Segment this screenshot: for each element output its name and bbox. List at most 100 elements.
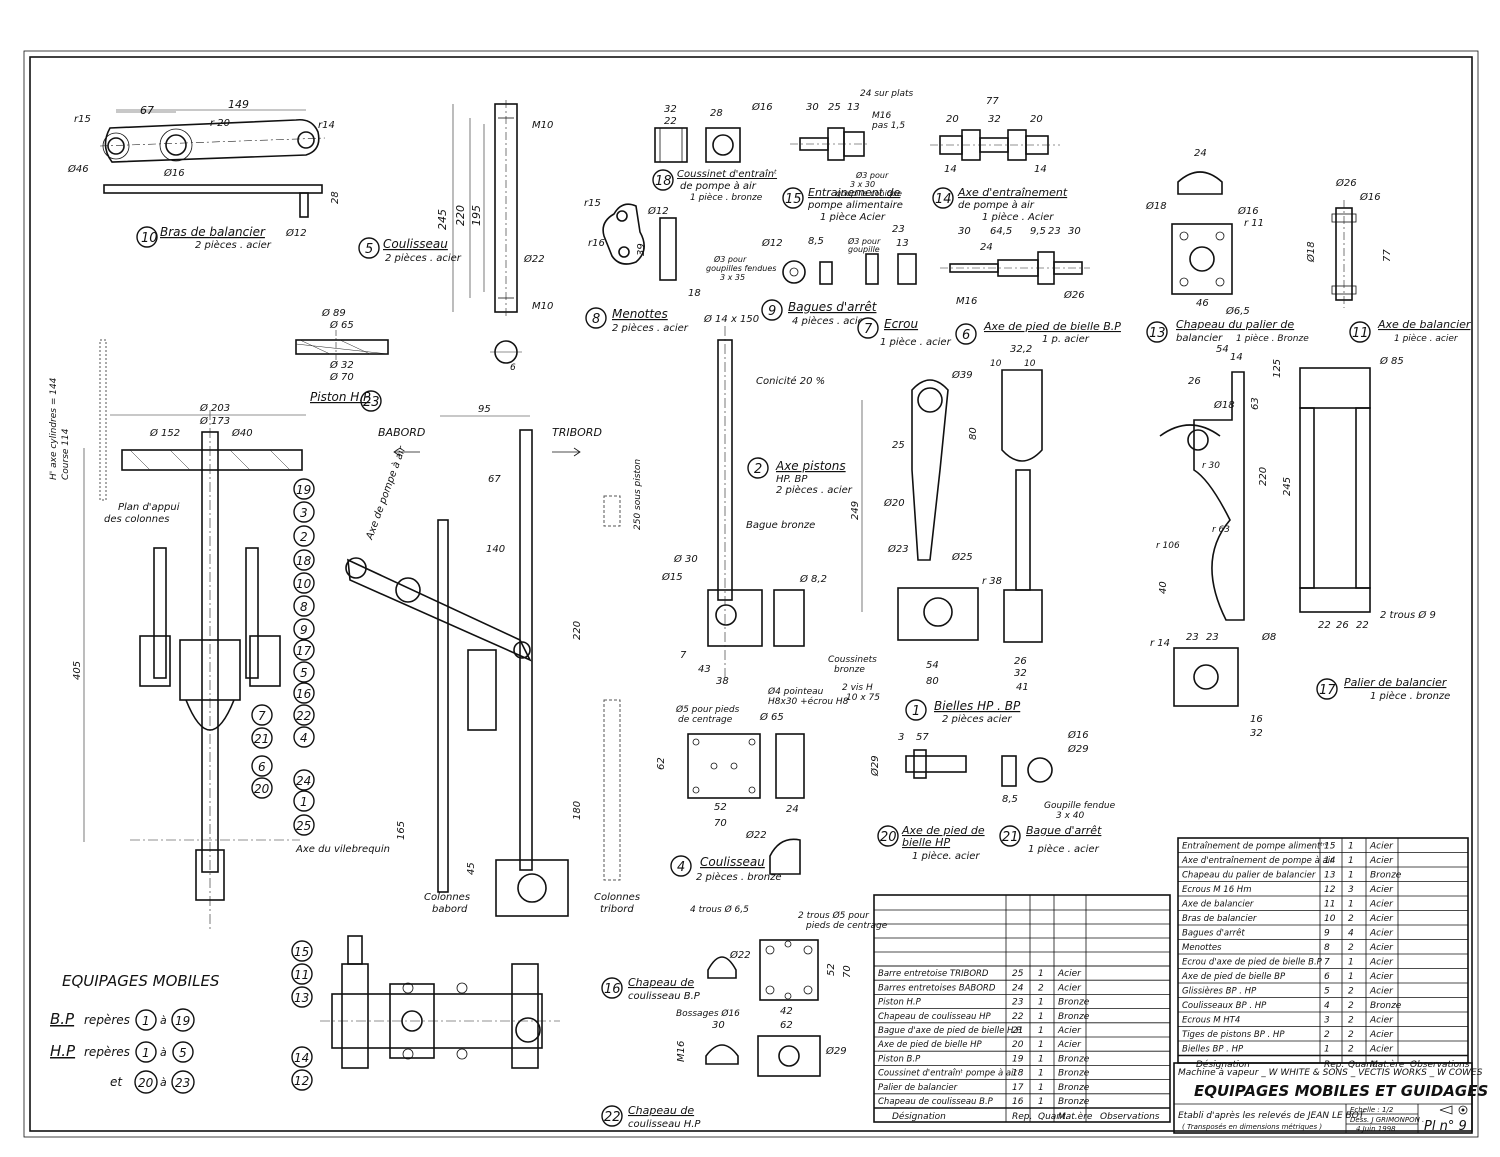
equipages-bp-to: 19: [175, 1014, 190, 1028]
label-bague-bronze: Bague bronze: [746, 520, 815, 531]
dim-245b: 245: [1282, 477, 1293, 496]
right-cell: 10: [1324, 914, 1336, 924]
dim-phi16d: Ø16: [1359, 191, 1381, 203]
right-header-cell: Rep.: [1324, 1060, 1344, 1070]
dim-phi20: Ø20: [883, 497, 905, 509]
part-23-number: 23: [363, 395, 380, 410]
part-18-drawing: 32 22 28 Ø16: [654, 101, 773, 163]
part-13-sub: balancier: [1176, 333, 1223, 344]
right-header-cell: Observations: [1410, 1060, 1470, 1070]
dim-r14: r14: [318, 120, 335, 131]
right-cell: Axe d'entraînement de pompe à air: [1181, 856, 1334, 866]
right-cell: Ecrou d'axe de pied de bielle B.P: [1182, 958, 1323, 968]
part-2-sub2: 2 pièces . acier: [776, 484, 853, 496]
callout-25-text: 25: [296, 819, 311, 833]
dim-67: 67: [140, 104, 154, 117]
callout-16: [293, 682, 315, 704]
dim-26: 26: [1014, 656, 1027, 667]
right-cell: 4: [1324, 1001, 1330, 1011]
equipages-hp-from2: 20: [138, 1076, 154, 1090]
part-8-sub: 2 pièces . acier: [612, 322, 689, 334]
right-cell: Acier: [1369, 1030, 1394, 1040]
callout-17-text: 17: [296, 644, 312, 658]
label-goupille-dim: 3 x 40: [1056, 811, 1085, 821]
left-cell: Coussinet d'entraînᵗ pompe à air: [878, 1069, 1017, 1079]
equipages-a-1: à: [160, 1014, 167, 1027]
callout-7-text: 7: [258, 709, 266, 723]
right-cell: Acier: [1369, 842, 1394, 852]
part-13-title: Chapeau du palier de: [1176, 318, 1294, 331]
part-11-title: Axe de balancier: [1377, 318, 1472, 331]
part-18-callout: [652, 169, 674, 191]
callout-4: [293, 726, 315, 748]
right-cell: Acier: [1369, 900, 1394, 910]
part-17-number: 17: [1319, 683, 1336, 698]
equipages-hp-to2: 23: [175, 1076, 190, 1090]
part-14-title: Axe d'entraînement: [957, 186, 1068, 199]
right-cell: 2: [1348, 943, 1354, 953]
dim-23b: 23: [1048, 226, 1061, 237]
left-cell: Acier: [1057, 983, 1082, 993]
part-4-sub: 2 pièces . bronze: [696, 871, 782, 883]
equipages-a-2: à: [160, 1046, 167, 1059]
plan-callout-14: [291, 1046, 313, 1068]
dim-9-5: 9,5: [1030, 226, 1046, 237]
part-6-number: 6: [962, 328, 970, 343]
dim-phi6-5: Ø6,5: [1225, 305, 1250, 317]
dim-10b: 10: [1024, 359, 1036, 369]
equipages-reperes-bp: repères: [84, 1013, 130, 1027]
right-cell: 2: [1348, 1001, 1354, 1011]
right-cell: Acier: [1369, 929, 1394, 939]
dim-30b: 30: [958, 226, 971, 237]
right-cell: Bronze: [1370, 871, 1402, 881]
part-16-22-drawing: 4 trous Ø 6,5 2 trous Ø5 pour pieds de c…: [676, 904, 888, 1077]
label-trous-4: 4 trous Ø 6,5: [690, 904, 749, 915]
part-13-drawing: 24 Ø18 Ø16 r 11 46 Ø6,5: [1145, 148, 1264, 317]
right-cell: 7: [1324, 958, 1330, 968]
label-col-babord-2: babord: [432, 904, 468, 915]
right-cell: 5: [1324, 987, 1330, 997]
part-6-drawing: 30 64,5 24 9,5 23 30 M16 Ø26: [940, 226, 1090, 307]
label-pointeau: Ø4 pointeau: [767, 686, 824, 697]
dim-40: 40: [1158, 581, 1169, 594]
right-cell: Acier: [1369, 856, 1394, 866]
part-7-title: Ecrou: [884, 317, 918, 331]
callout-5: [293, 661, 315, 683]
label-babord: BABORD: [378, 426, 425, 439]
dim-r106: r 106: [1156, 541, 1180, 551]
right-cell: Bronze: [1370, 1001, 1402, 1011]
dim-32d: 32: [1250, 728, 1263, 739]
right-cell: Acier: [1369, 914, 1394, 924]
left-cell: 1: [1038, 1097, 1044, 1107]
dim-43: 43: [698, 664, 711, 675]
dim-phi12: Ø12: [285, 227, 307, 239]
left-cell: Chapeau de coulisseau B.P: [878, 1097, 994, 1107]
part-9-title: Bagues d'arrêt: [788, 300, 878, 314]
left-cell: Barres entretoises BABORD: [878, 983, 996, 993]
dim-195: 195: [470, 205, 483, 226]
part-4-number: 4: [677, 860, 685, 875]
left-cell: 23: [1012, 998, 1024, 1008]
part-14-drawing: 77 20 32 20 14 14: [930, 96, 1060, 175]
part-22-number: 22: [604, 1110, 621, 1125]
part-13-sub2: 1 pièce . Bronze: [1236, 333, 1309, 344]
dim-phi12b: Ø12: [647, 205, 669, 217]
label-tribord: TRIBORD: [552, 426, 602, 439]
dim-22: 22: [664, 116, 677, 127]
right-cell: 1: [1348, 900, 1354, 910]
callout-6-text: 6: [258, 760, 266, 774]
part-4-callout: [670, 855, 692, 877]
title-dess: Dess. J GRIMONPON .: [1350, 1116, 1424, 1124]
part-10-title: Bras de balancier: [160, 225, 266, 239]
part-23-title: Piston H.P: [310, 390, 371, 404]
title-transposes: ( Transposés en dimensions métriques ): [1182, 1123, 1322, 1131]
dim-phi8-2: Ø 8,2: [799, 573, 827, 585]
label-vis-2b: 10 x 75: [846, 693, 880, 703]
callout-8-text: 8: [300, 600, 308, 614]
right-cell: 14: [1324, 856, 1336, 866]
projection-symbol-icon: [1439, 1105, 1468, 1115]
right-cell: Acier: [1369, 885, 1394, 895]
part-2-sub: HP. BP: [776, 474, 808, 485]
dim-phi29c: Ø29: [825, 1045, 847, 1057]
